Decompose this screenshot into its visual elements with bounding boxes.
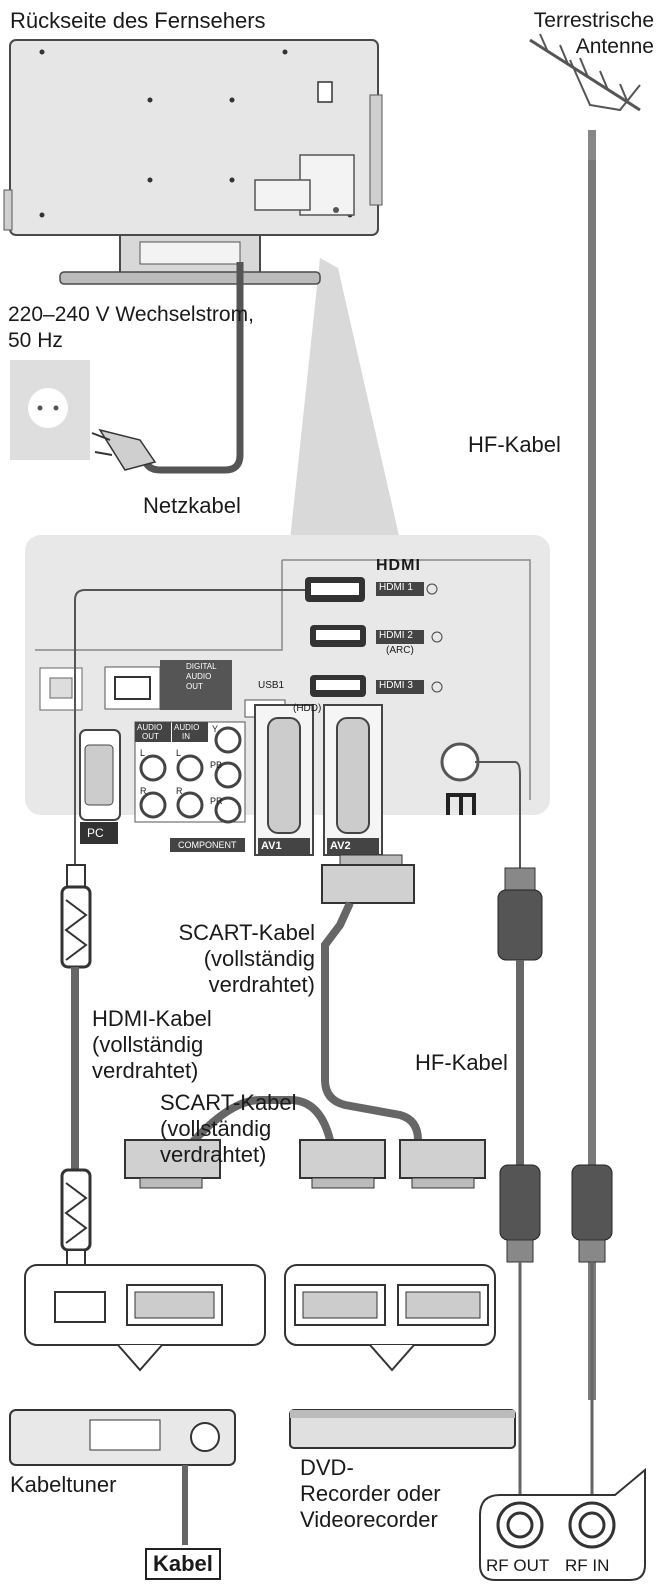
scart-plug-recorder-left xyxy=(299,1139,386,1189)
mains-cable-label: Netzkabel xyxy=(143,493,241,518)
hdmi-cable-line2: (vollständig xyxy=(92,1032,204,1057)
antenna-label-line1: Terrestrische xyxy=(533,9,654,32)
audio-out-r-label: R xyxy=(140,786,147,796)
audio-in-line2: IN xyxy=(182,732,190,741)
rf-cable-thin xyxy=(475,761,521,870)
av1-label: AV1 xyxy=(261,840,282,852)
component-pb-label: PB xyxy=(210,760,223,770)
rf-cable-mid-label: HF-Kabel xyxy=(415,1050,508,1075)
audio-out-line2: OUT xyxy=(142,732,159,741)
hdmi-plug-top xyxy=(60,864,92,969)
scart-plug-tuner xyxy=(124,1139,221,1189)
antenna-illustration xyxy=(529,33,641,160)
scart-plug-recorder-right xyxy=(399,1139,486,1189)
antenna-label-line2: Antenne xyxy=(575,35,654,58)
zoom-callout-wedge xyxy=(290,258,400,540)
digital-audio-out-line1: DIGITAL xyxy=(186,662,217,671)
scart-cable-2-line1: SCART-Kabel xyxy=(160,1090,297,1115)
audio-in-l-label: L xyxy=(176,748,182,758)
recorder-line1: DVD- xyxy=(300,1455,354,1480)
rf-inset-box xyxy=(479,1467,646,1581)
rf-plug-antenna xyxy=(571,1164,613,1263)
scart-cable-2-line3: verdrahtet) xyxy=(160,1142,267,1167)
arc-label: (ARC) xyxy=(386,645,414,656)
scart-cable-2-line2: (vollständig xyxy=(160,1116,272,1141)
rf-in-label: RF IN xyxy=(565,1556,610,1575)
rf-out-label: RF OUT xyxy=(486,1556,550,1575)
hdmi3-label: HDMI 3 xyxy=(379,680,413,691)
digital-audio-out-line2: AUDIO xyxy=(186,672,212,681)
audio-in-r-label: R xyxy=(176,786,183,796)
scart-cable-1-line2: (vollständig xyxy=(203,946,315,971)
tuner-callout xyxy=(24,1264,266,1372)
cable-tuner-device xyxy=(9,1409,236,1466)
power-label-line1: 220–240 V Wechselstrom, xyxy=(8,303,254,326)
recorder-line2: Recorder oder xyxy=(300,1481,441,1506)
pc-label: PC xyxy=(87,826,104,840)
cable-tuner-label: Kabeltuner xyxy=(10,1472,117,1497)
component-pr-label: PR xyxy=(210,796,223,806)
audio-out-l-label: L xyxy=(140,748,146,758)
recorder-line3: Videorecorder xyxy=(300,1507,438,1532)
power-cable-line xyxy=(141,262,244,474)
hdmi-cable-line3: verdrahtet) xyxy=(92,1058,199,1083)
digital-audio-out-line3: OUT xyxy=(186,682,203,691)
audio-in-line1: AUDIO xyxy=(174,723,200,732)
recorder-callout xyxy=(284,1264,496,1372)
hdmi-cable-thin xyxy=(74,589,305,880)
tv-rear-label: Rückseite des Fernsehers xyxy=(10,8,266,33)
scart-plug-tv xyxy=(321,854,415,904)
hdmi-logo: HDMI xyxy=(376,557,421,574)
usb1-label: USB1 xyxy=(258,680,285,691)
scart-cable-1-line xyxy=(321,901,422,1141)
terminal-panel xyxy=(25,535,550,856)
cable-box-label: Kabel xyxy=(145,1548,221,1580)
hdmi-plug-bottom xyxy=(60,1168,92,1273)
scart-cable-2-line xyxy=(187,1096,334,1148)
power-plug xyxy=(91,428,157,471)
power-label-line2: 50 Hz xyxy=(8,329,63,352)
hdmi-cable-line1: HDMI-Kabel xyxy=(92,1006,212,1031)
component-label: COMPONENT xyxy=(178,840,237,850)
component-y-label: Y xyxy=(212,724,219,734)
rf-plug-top xyxy=(497,867,543,961)
rf-plug-recorder xyxy=(499,1164,541,1263)
hdmi2-label: HDMI 2 xyxy=(379,630,413,641)
wall-socket xyxy=(10,360,90,460)
av2-label: AV2 xyxy=(330,840,351,852)
scart-cable-1-line1: SCART-Kabel xyxy=(178,920,315,945)
hdmi1-label: HDMI 1 xyxy=(379,582,413,593)
recorder-device xyxy=(289,1409,516,1449)
hdd-label: (HDD) xyxy=(293,703,322,714)
tv-rear-illustration xyxy=(3,39,383,285)
rf-cable-top-label: HF-Kabel xyxy=(468,432,561,457)
audio-out-line1: AUDIO xyxy=(137,723,163,732)
scart-cable-1-line3: verdrahtet) xyxy=(208,972,315,997)
